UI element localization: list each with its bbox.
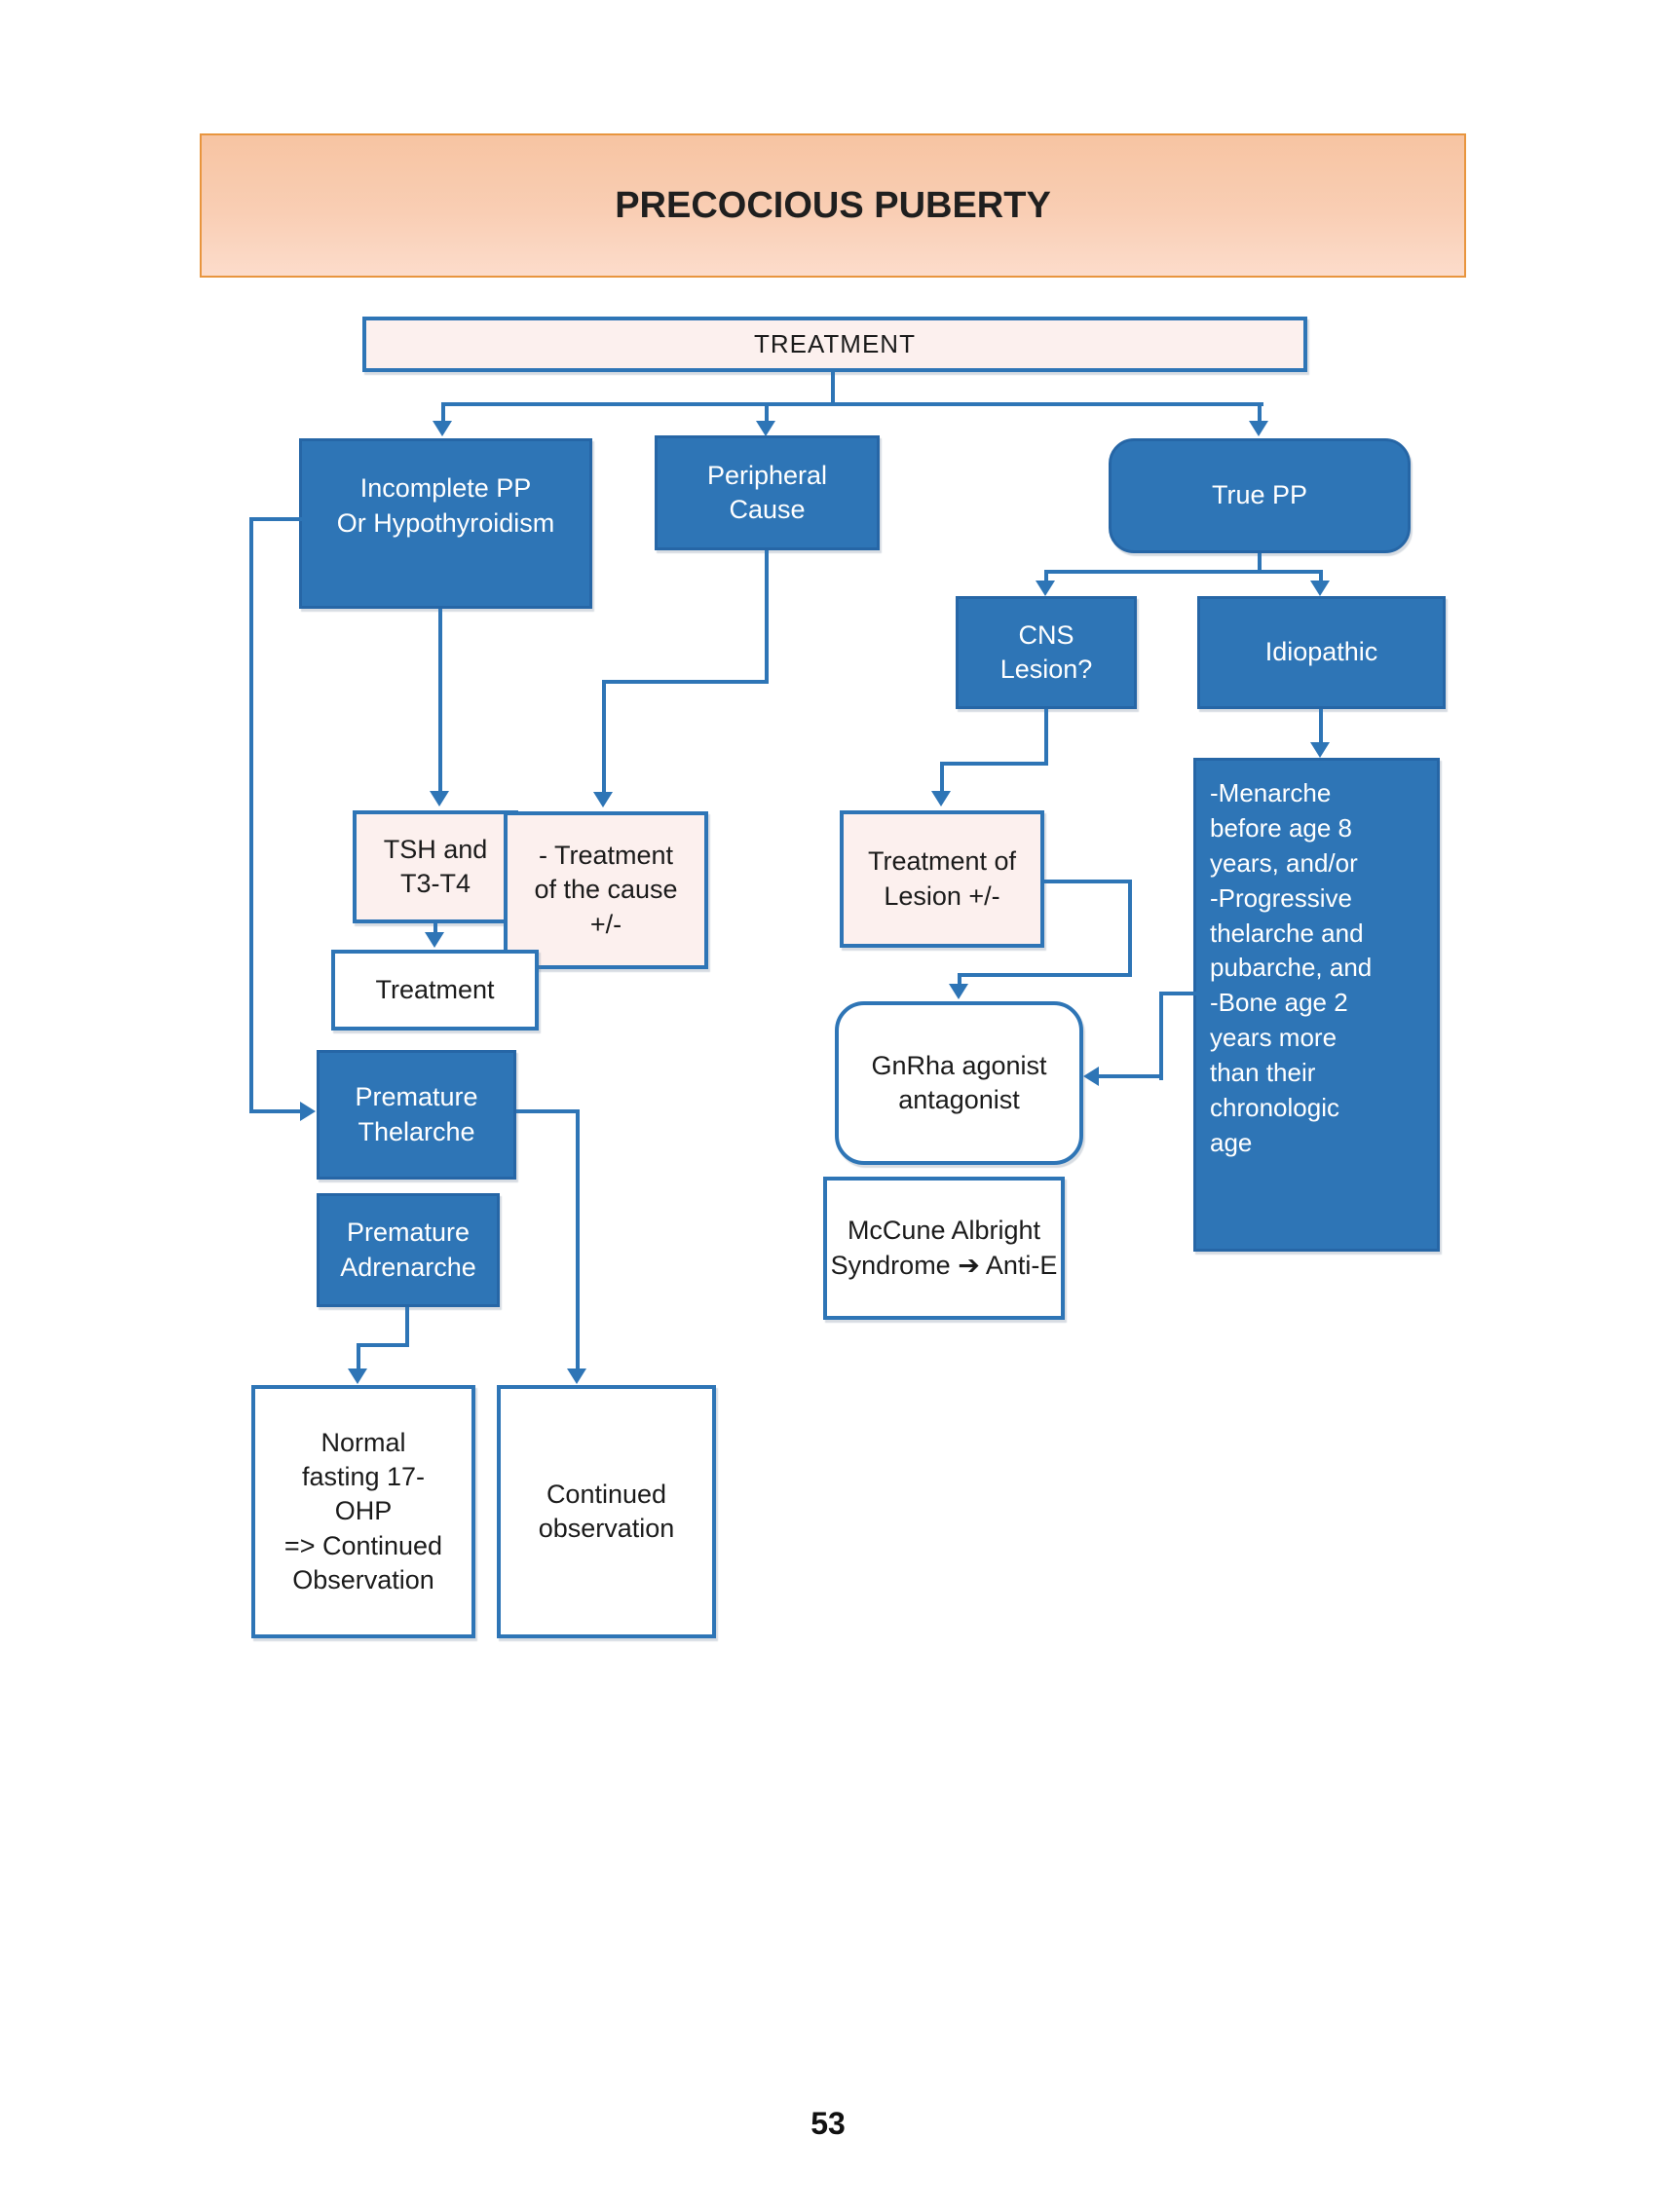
connector-root-stem [831, 372, 835, 404]
connector-menarche-left [1159, 992, 1197, 995]
arrow-to-continued-icon [567, 1368, 586, 1384]
page-number: 53 [810, 2106, 846, 2141]
connector-cns-drop [940, 762, 944, 793]
arrow-to-tsh-icon [430, 791, 449, 806]
connector-lesion-down [1128, 880, 1132, 977]
connector-to-idiopathic [1319, 574, 1323, 582]
arrow-to-menarche-icon [1310, 742, 1330, 758]
node-treatment-of-lesion: Treatment of Lesion +/- [840, 810, 1044, 948]
node-cns-lesion: CNS Lesion? [956, 596, 1137, 709]
node-premature-adrenarche: Premature Adrenarche [317, 1193, 500, 1307]
connector-lesion-left [958, 973, 1132, 977]
arrow-to-treatment-icon [425, 932, 444, 948]
connector-to-true-pp [1258, 402, 1262, 423]
connector-lesion-drop [958, 973, 961, 986]
connector-to-cns [1044, 574, 1048, 582]
connector-adrenarche-step [357, 1343, 409, 1347]
arrow-to-normal-icon [348, 1368, 367, 1384]
node-tsh-t3-t4: TSH and T3-T4 [353, 810, 518, 923]
node-treatment-root: TREATMENT [362, 317, 1307, 372]
connector-to-incomplete [441, 402, 445, 423]
connector-truepp-split [1044, 570, 1323, 574]
connector-adrenarche-drop [357, 1343, 360, 1370]
node-normal-17ohp: Normal fasting 17- OHP => Continued Obse… [251, 1385, 475, 1638]
connector-bypass-bottom [249, 1109, 300, 1113]
connector-to-peripheral [765, 402, 769, 423]
node-idiopathic: Idiopathic [1197, 596, 1446, 709]
connector-incomplete-to-tsh [438, 609, 442, 793]
node-gnrha-agonist: GnRha agonist antagonist [835, 1001, 1083, 1165]
connector-truepp-stem [1258, 553, 1262, 574]
connector-thelarche-right [516, 1109, 580, 1113]
connector-menarche-step [1097, 1074, 1163, 1078]
connector-idiopathic-down [1319, 709, 1323, 744]
arrow-to-cause-icon [593, 792, 613, 807]
arrow-to-gnrha-top-icon [949, 984, 968, 999]
arrow-to-idiopathic-icon [1310, 581, 1330, 596]
connector-peripheral-down [765, 550, 769, 684]
page-title: PRECOCIOUS PUBERTY [615, 184, 1051, 226]
arrow-to-thelarche-icon [300, 1102, 316, 1121]
node-incomplete-pp: Incomplete PP Or Hypothyroidism [299, 438, 592, 609]
connector-adrenarche-down [405, 1307, 409, 1347]
connector-thelarche-down [576, 1109, 580, 1370]
connector-peripheral-drop [602, 680, 606, 794]
arrow-to-lesion-icon [931, 791, 951, 806]
connector-cns-step [940, 762, 1048, 766]
connector-tsh-to-treatment [433, 923, 437, 934]
arrow-to-gnrha-right-icon [1083, 1067, 1099, 1086]
arrow-to-cns-icon [1036, 581, 1055, 596]
connector-bypass-vertical [249, 517, 253, 1113]
node-peripheral-cause: Peripheral Cause [655, 435, 880, 550]
connector-menarche-down [1159, 992, 1163, 1080]
node-premature-thelarche: Premature Thelarche [317, 1050, 516, 1180]
arrow-to-incomplete-icon [433, 421, 452, 436]
node-continued-observation: Continued observation [497, 1385, 716, 1638]
connector-cns-down [1044, 709, 1048, 766]
title-banner: PRECOCIOUS PUBERTY [200, 133, 1466, 278]
connector-peripheral-step [602, 680, 769, 684]
connector-lesion-right [1044, 880, 1132, 883]
node-mccune-albright: McCune Albright Syndrome ➔ Anti-E [823, 1177, 1065, 1320]
arrow-to-true-pp-icon [1249, 421, 1268, 436]
arrow-to-peripheral-icon [756, 421, 775, 436]
connector-bypass-top [251, 517, 303, 521]
node-treatment: Treatment [331, 950, 539, 1031]
node-menarche-criteria: -Menarche before age 8 years, and/or -Pr… [1193, 758, 1440, 1252]
node-treatment-of-cause: - Treatment of the cause +/- [504, 811, 708, 969]
connector-root-split [441, 402, 1263, 406]
node-true-pp: True PP [1109, 438, 1411, 553]
